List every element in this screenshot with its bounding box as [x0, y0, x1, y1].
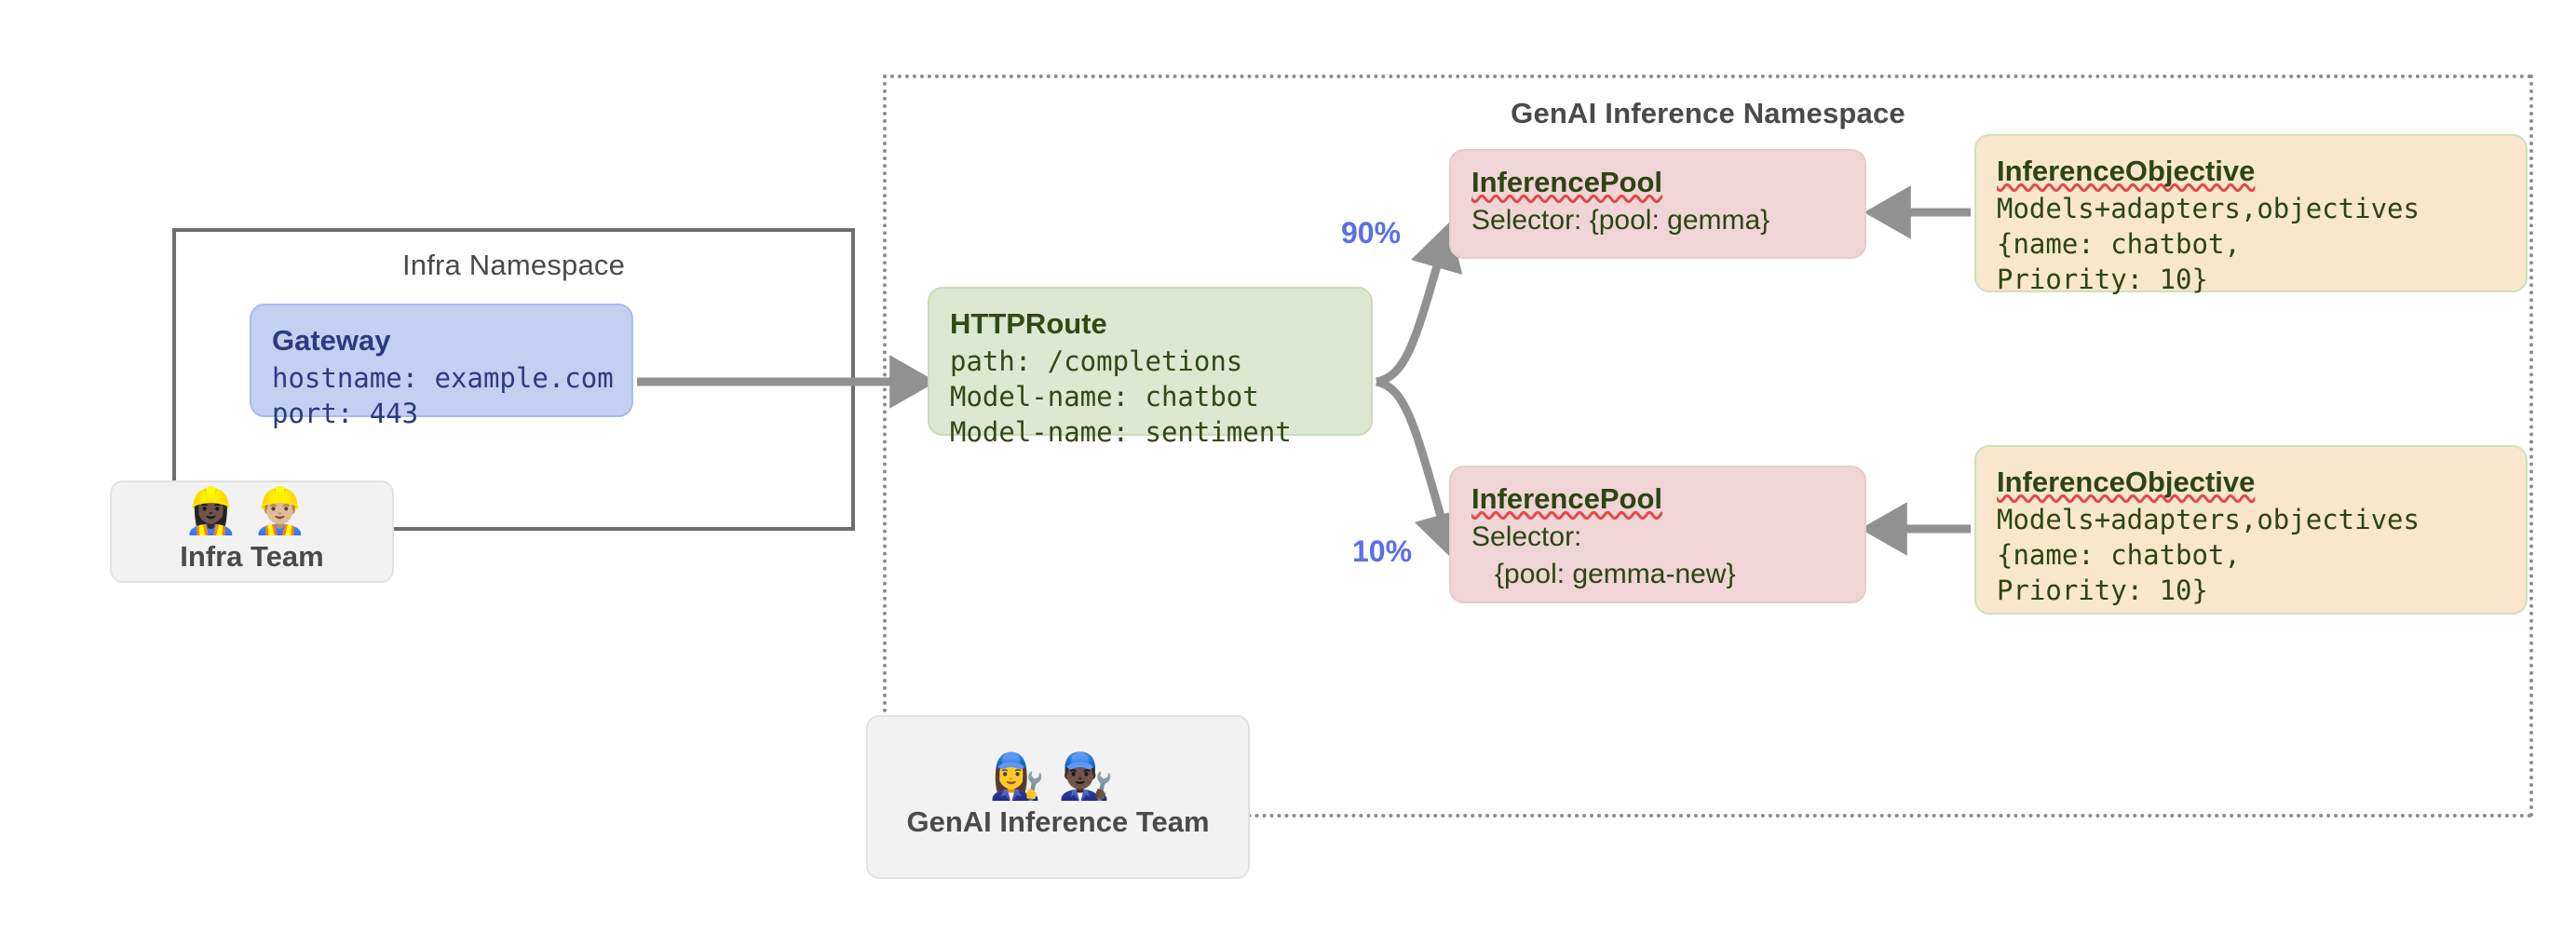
node-inferenceobjective-top-title: InferenceObjective: [1997, 155, 2256, 187]
node-gateway-line-hostname: hostname: example.com: [272, 361, 614, 394]
node-gateway-title: Gateway: [272, 324, 391, 357]
node-gateway-line-port: port: 443: [272, 398, 419, 430]
node-inferenceobjective-top[interactable]: InferenceObjective Models+adapters,objec…: [1974, 134, 2528, 295]
node-inferenceobjective-bottom-line-name: {name: chatbot,: [1997, 539, 2241, 572]
node-inferencepool-gemma-new[interactable]: InferencePool Selector: {pool: gemma-new…: [1449, 466, 1866, 603]
node-gateway[interactable]: Gateway hostname: example.com port: 443: [250, 304, 633, 429]
node-inferenceobjective-bottom-line-priority: Priority: 10}: [1997, 575, 2208, 607]
node-inferenceobjective-top-line-name: {name: chatbot,: [1997, 228, 2241, 261]
node-httproute-line-model-chatbot: Model-name: chatbot: [950, 381, 1259, 413]
genai-team-people-icon: 👩‍🔧👨🏿‍🔧: [989, 752, 1127, 802]
team-card-genai-inference-label: GenAI Inference Team: [906, 805, 1210, 838]
node-inferencepool-gemma-new-selector-value: {pool: gemma-new}: [1471, 558, 1736, 589]
node-inferenceobjective-top-line-models: Models+adapters,objectives: [1997, 192, 2420, 224]
node-inferencepool-gemma-title: InferencePool: [1471, 166, 1662, 198]
team-card-infra[interactable]: 👷🏿‍♀️👷🏼‍♂️ Infra Team: [110, 480, 394, 583]
node-inferencepool-gemma[interactable]: InferencePool Selector: {pool: gemma}: [1449, 149, 1866, 259]
edge-label-10-percent: 10%: [1352, 534, 1413, 568]
node-httproute-title: HTTPRoute: [950, 307, 1107, 340]
node-inferenceobjective-bottom-line-models: Models+adapters,objectives: [1997, 503, 2420, 535]
node-inferencepool-gemma-new-title: InferencePool: [1471, 482, 1662, 515]
node-inferenceobjective-top-line-priority: Priority: 10}: [1997, 264, 2208, 296]
team-card-genai-inference[interactable]: 👩‍🔧👨🏿‍🔧 GenAI Inference Team: [866, 715, 1250, 879]
team-card-infra-label: Infra Team: [180, 540, 324, 573]
node-httproute[interactable]: HTTPRoute path: /completions Model-name:…: [928, 287, 1373, 448]
namespace-infra-label: Infra Namespace: [401, 249, 626, 281]
node-inferencepool-gemma-new-selector: Selector:: [1471, 521, 1582, 552]
node-inferenceobjective-bottom-title: InferenceObjective: [1997, 466, 2256, 498]
infra-team-people-icon: 👷🏿‍♀️👷🏼‍♂️: [183, 487, 321, 536]
node-httproute-line-path: path: /completions: [950, 345, 1243, 377]
node-inferencepool-gemma-selector: Selector: {pool: gemma}: [1471, 204, 1770, 236]
node-inferenceobjective-bottom[interactable]: InferenceObjective Models+adapters,objec…: [1974, 445, 2528, 615]
namespace-genai-inference: [883, 74, 2533, 818]
edge-label-90-percent: 90%: [1341, 216, 1402, 250]
namespace-genai-inference-label: GenAI Inference Namespace: [1511, 97, 1905, 129]
node-httproute-line-model-sentiment: Model-name: sentiment: [950, 416, 1292, 449]
